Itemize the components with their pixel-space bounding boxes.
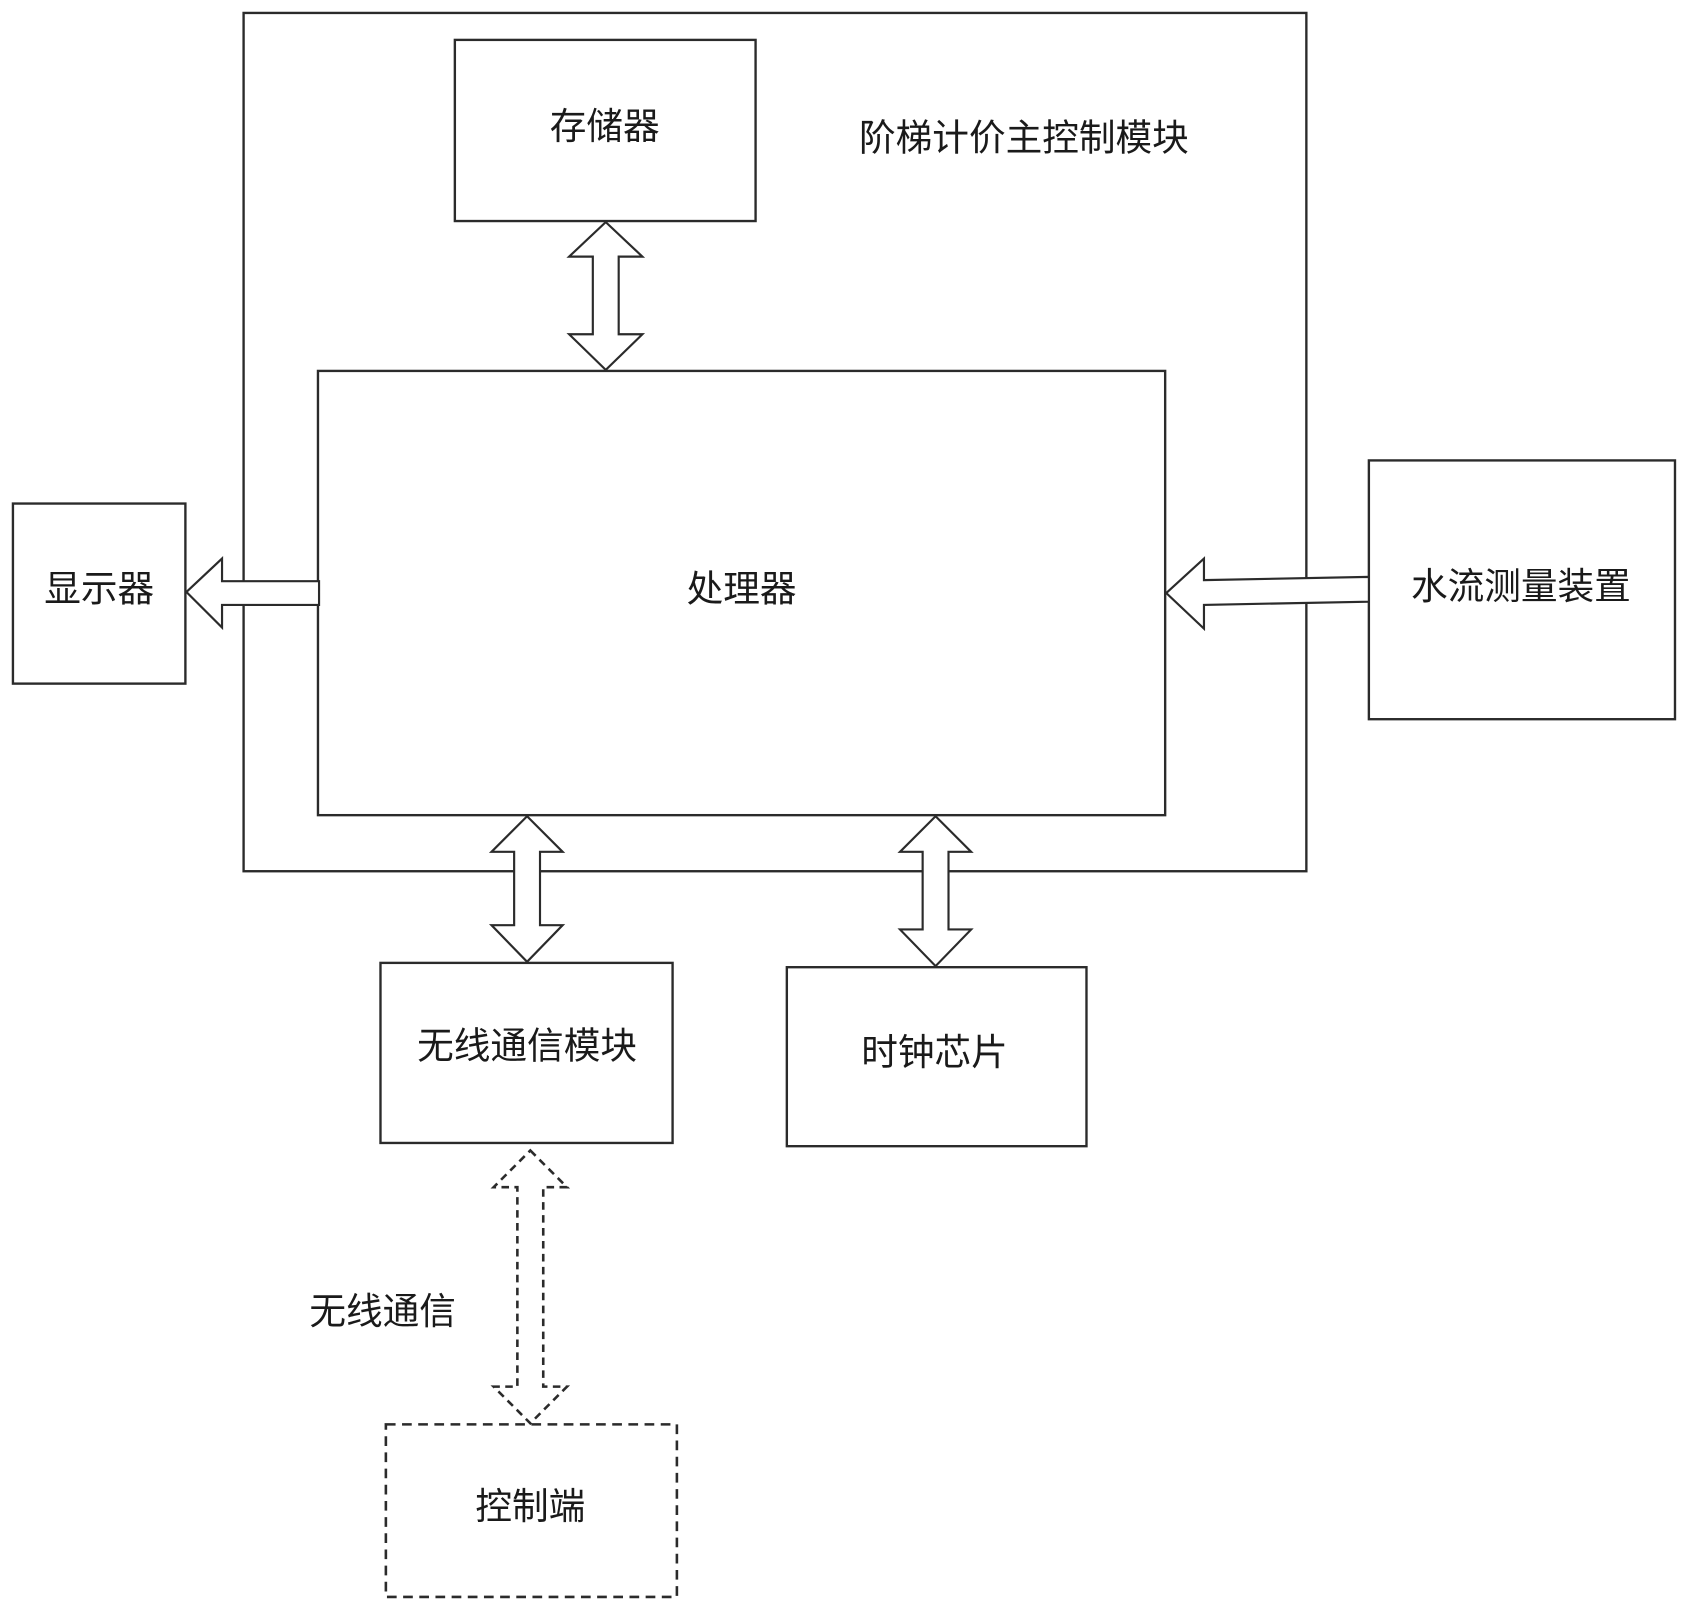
memory-processor-bidirectional-arrow xyxy=(566,220,646,372)
display-block: 显示器 xyxy=(11,502,187,685)
control-terminal-box xyxy=(384,1423,679,1599)
clock-chip-block: 时钟芯片 xyxy=(785,966,1088,1148)
water-flow-device-label: 水流测量装置 xyxy=(1411,565,1631,608)
memory-box xyxy=(453,38,757,223)
processor-label: 处理器 xyxy=(687,567,797,610)
water-flow-to-processor-arrow xyxy=(1164,556,1370,632)
clock-chip-box xyxy=(785,966,1088,1148)
wireless-module-label: 无线通信模块 xyxy=(417,1025,637,1068)
control-terminal-block: 控制端 xyxy=(384,1423,679,1599)
control-terminal-label: 控制端 xyxy=(475,1485,585,1528)
main-control-module-title: 阶梯计价主控制模块 xyxy=(859,117,1189,160)
wireless-link-label: 无线通信 xyxy=(309,1290,456,1333)
display-box xyxy=(11,502,187,685)
wireless-module-block: 无线通信模块 xyxy=(379,961,674,1145)
processor-wireless-bidirectional-arrow xyxy=(488,814,566,964)
water-flow-device-block: 水流测量装置 xyxy=(1367,459,1677,721)
clock-chip-label: 时钟芯片 xyxy=(861,1031,1008,1074)
processor-block: 处理器 xyxy=(316,369,1167,817)
processor-to-display-arrow xyxy=(184,556,321,631)
processor-clock-bidirectional-arrow xyxy=(897,814,974,968)
wireless-module-box xyxy=(379,961,674,1145)
memory-block: 存储器 xyxy=(453,38,757,223)
wireless-control-terminal-dashed-arrow xyxy=(490,1148,571,1426)
water-flow-device-box xyxy=(1367,459,1677,721)
display-label: 显示器 xyxy=(44,567,154,610)
memory-label: 存储器 xyxy=(550,105,660,148)
processor-box xyxy=(316,369,1167,817)
